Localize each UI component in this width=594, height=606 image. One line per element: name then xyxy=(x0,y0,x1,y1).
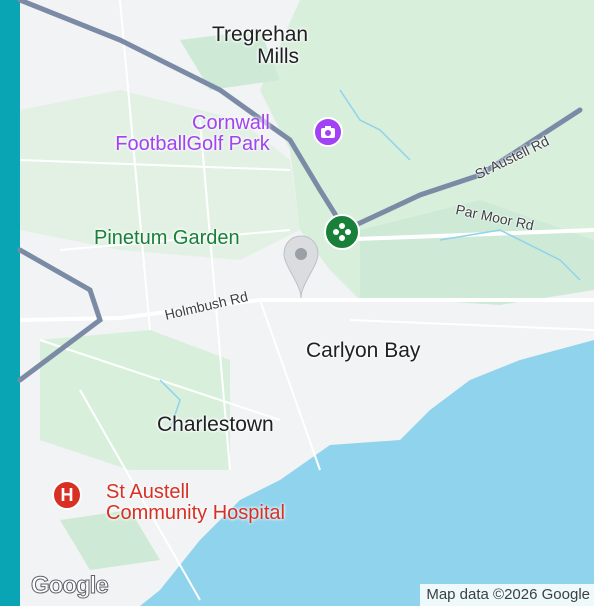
camera-icon[interactable] xyxy=(313,117,343,147)
place-carlyon-bay: Carlyon Bay xyxy=(306,339,421,362)
flower-icon[interactable] xyxy=(324,214,360,250)
google-logo: Google xyxy=(31,572,110,600)
hospital-icon[interactable]: H xyxy=(52,480,82,510)
poi-pinetum-label[interactable]: Pinetum Garden xyxy=(94,227,240,249)
location-pin-icon[interactable] xyxy=(282,234,320,307)
poi-hospital-label[interactable]: St Austell Community Hospital xyxy=(106,481,285,524)
poi-football-golf-label[interactable]: Cornwall FootballGolf Park xyxy=(115,112,270,155)
map-attribution[interactable]: Map data ©2026 Google xyxy=(420,584,594,606)
place-tregrehan-mills: Tregrehan Mills xyxy=(212,23,309,69)
place-charlestown: Charlestown xyxy=(157,413,274,436)
